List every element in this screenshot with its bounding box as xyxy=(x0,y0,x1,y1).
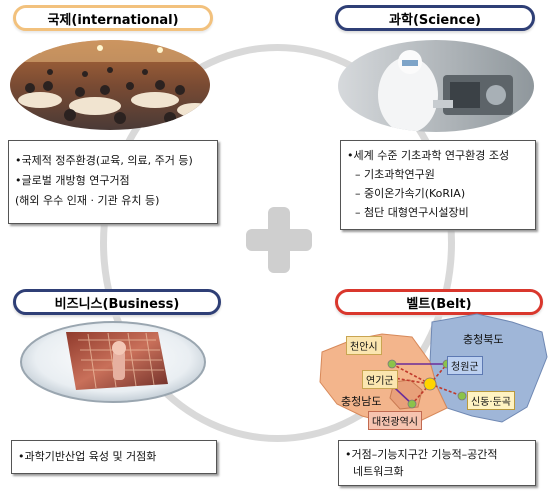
map-label-cheongwon: 청원군 xyxy=(447,356,483,375)
map-label-cheonan: 천안시 xyxy=(346,336,382,355)
international-textbox: •국제적 정주환경(교육, 의료, 주거 등) •글로벌 개방형 연구거점 (해… xyxy=(8,140,218,224)
belt-title: 벨트(Belt) xyxy=(335,289,543,315)
science-item: – 첨단 대형연구시설장비 xyxy=(355,206,469,219)
international-item: •국제적 정주환경(교육, 의료, 주거 등) xyxy=(15,154,193,167)
central-circle xyxy=(100,44,455,442)
laboratory-photo xyxy=(338,40,534,132)
science-item: •세계 수준 기초과학 연구환경 조성 xyxy=(347,149,510,162)
map-label-chungbuk: 충청북도 xyxy=(463,333,504,346)
international-title: 국제(international) xyxy=(13,5,213,31)
semiconductor-photo xyxy=(18,320,208,410)
science-textbox: •세계 수준 기초과학 연구환경 조성 – 기초과학연구원 – 중이온가속기(K… xyxy=(340,140,536,230)
map-label-daejeon: 대전광역시 xyxy=(368,411,422,430)
science-item: – 기초과학연구원 xyxy=(355,168,435,181)
map-label-yeongi: 연기군 xyxy=(362,370,398,389)
belt-textbox: •거점–기능지구간 기능적–공간적 네트워크화 xyxy=(338,440,536,486)
science-title: 과학(Science) xyxy=(335,5,535,31)
map-label-chungnam: 충청남도 xyxy=(341,395,382,408)
business-item: •과학기반산업 육성 및 거점화 xyxy=(18,450,157,463)
international-item: •글로벌 개방형 연구거점 xyxy=(15,174,130,187)
belt-item: 네트워크화 xyxy=(353,465,404,478)
business-textbox: •과학기반산업 육성 및 거점화 xyxy=(11,440,217,474)
science-item: – 중이온가속기(KoRIA) xyxy=(355,187,466,200)
business-title: 비즈니스(Business) xyxy=(13,289,221,315)
plus-icon xyxy=(246,207,312,273)
region-map xyxy=(312,312,550,430)
international-item: (해외 우수 인재 · 기관 유치 등) xyxy=(15,194,160,207)
conference-photo xyxy=(10,40,210,130)
map-label-sindong: 신동·둔곡 xyxy=(467,391,515,410)
belt-item: •거점–기능지구간 기능적–공간적 xyxy=(345,448,498,461)
